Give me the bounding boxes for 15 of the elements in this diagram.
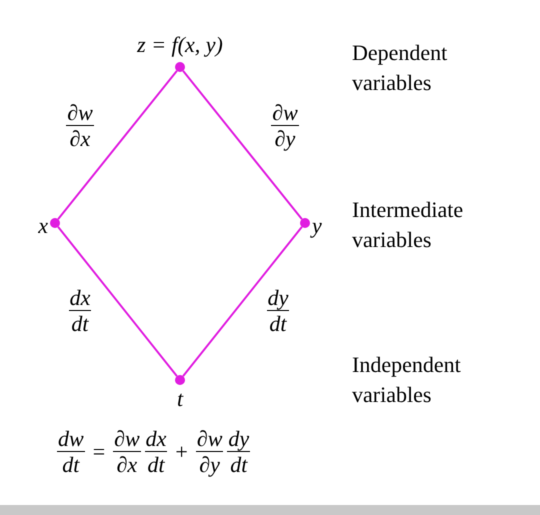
level-label: Independent variables (352, 351, 462, 409)
connector-line (57, 226, 178, 377)
variable-label: x (38, 213, 48, 238)
level-label: Dependent variables (352, 39, 448, 97)
connector-line (182, 70, 303, 220)
variable-label: t (176, 386, 184, 411)
edge-label: ∂w ∂y (270, 100, 300, 152)
edge-label: ∂w ∂x (65, 100, 95, 152)
variable-label: z = f(x, y) (137, 32, 223, 57)
level-label: Intermediate variables (352, 196, 464, 254)
edge-label: dx dt (68, 285, 92, 337)
edge-label: dy dt (266, 285, 290, 337)
connector-line (57, 70, 178, 220)
connector-line (182, 226, 303, 377)
variable-label: y (312, 213, 322, 238)
